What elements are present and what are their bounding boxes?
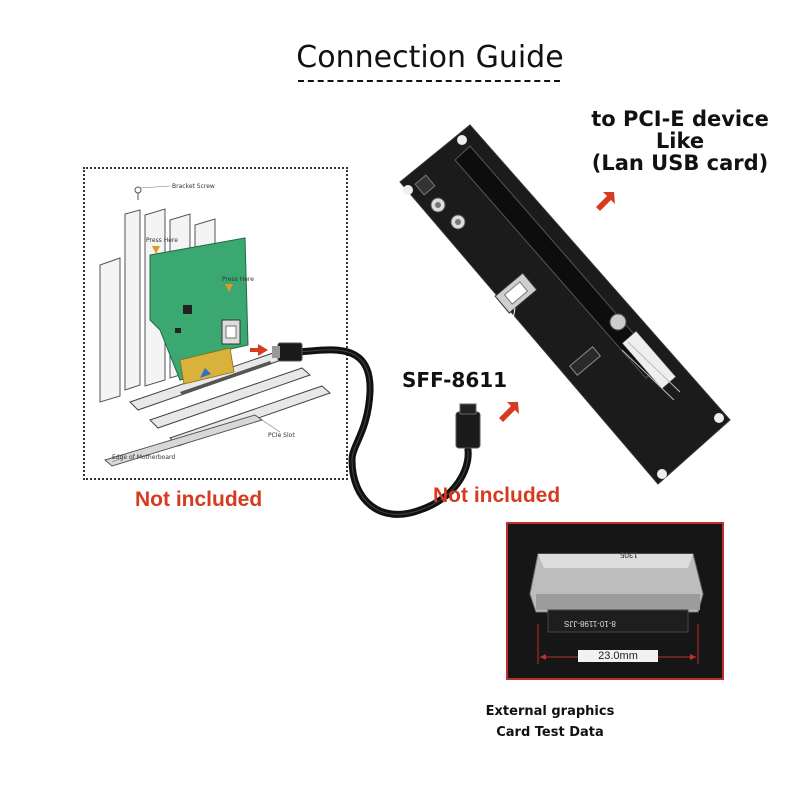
pcie-device-label-line3: (Lan USB card) — [591, 151, 769, 175]
arrow-to-device — [596, 192, 615, 211]
page-title: Connection Guide — [296, 40, 564, 75]
pcie-adapter-board — [399, 124, 731, 485]
bracket-screw-label: Bracket Screw — [172, 183, 215, 190]
title-underline — [298, 80, 560, 82]
pcie-device-label-line2: Like — [655, 129, 705, 153]
connector-photo-drawing — [508, 524, 722, 678]
sff-8611-cable — [272, 342, 519, 518]
not-included-label-cable: Not included — [433, 484, 561, 507]
connector-photo: 1305 8-10-1198-JJS — [506, 522, 724, 680]
not-included-label-card: Not included — [135, 488, 263, 511]
sff-8611-label: SFF-8611 — [402, 368, 508, 392]
caption-line2: Card Test Data — [496, 725, 604, 740]
press-here-label-1: Press Here — [146, 237, 178, 244]
installation-diagram-box — [83, 167, 348, 480]
photo-caption: External graphics Card Test Data — [460, 701, 640, 743]
pcie-device-label-line1: to PCI-E device — [591, 107, 769, 131]
connector-dimension-label: 23.0mm — [578, 650, 658, 662]
connector-bottom-marking: 8-10-1198-JJS — [564, 619, 616, 628]
motherboard-illustration — [99, 185, 331, 467]
pcie-device-label: to PCI-E device Like (Lan USB card) — [560, 108, 800, 174]
caption-line1: External graphics — [485, 704, 615, 719]
edge-of-motherboard-label: Edge of Motherboard — [112, 454, 176, 461]
press-here-label-2: Press Here — [222, 276, 254, 283]
connector-top-marking: 1305 — [620, 550, 638, 559]
pcie-slot-label: PCIe Slot — [268, 432, 295, 439]
